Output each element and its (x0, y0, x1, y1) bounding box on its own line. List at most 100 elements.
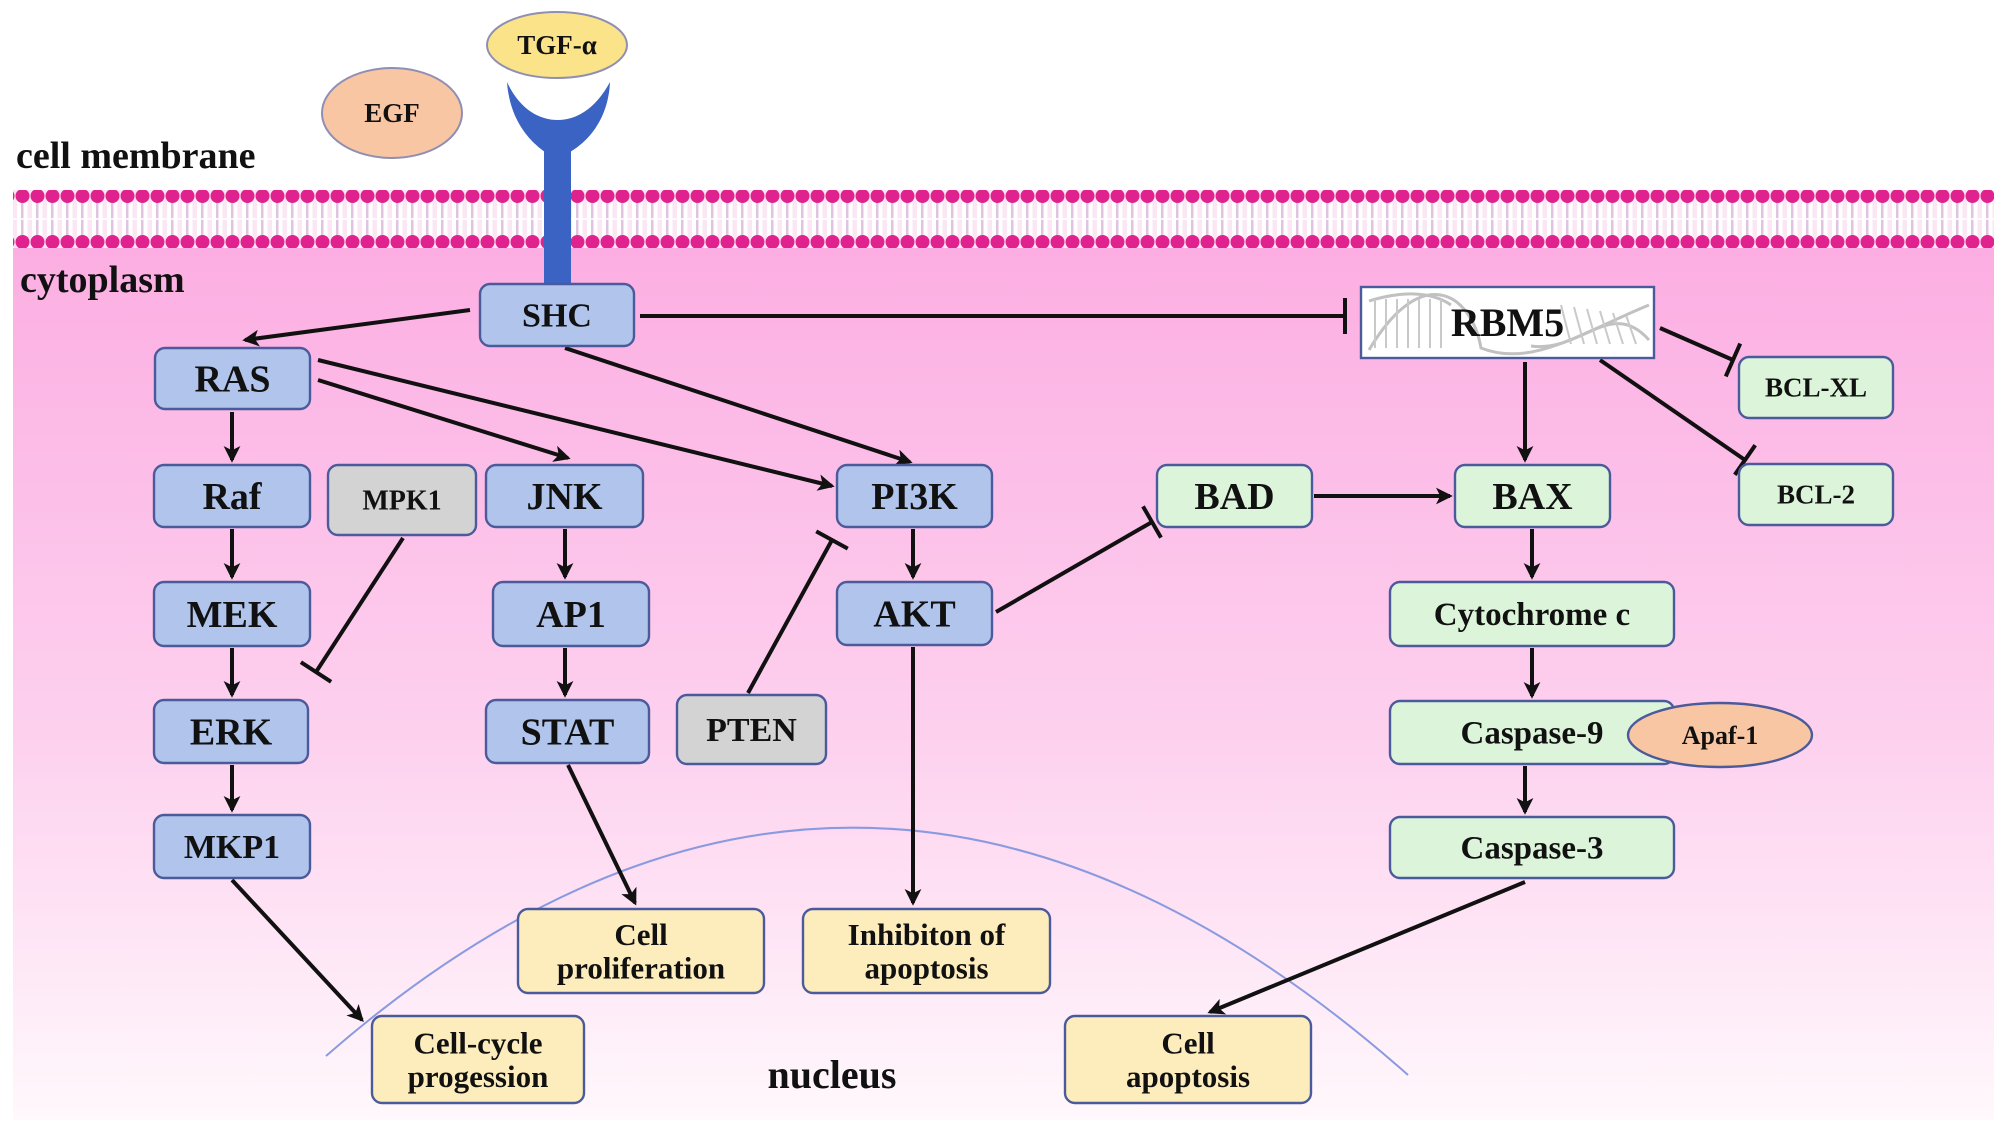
node-label: STAT (521, 711, 615, 753)
activation-edge-shc-to-ras (242, 308, 471, 347)
node-label: RAS (194, 358, 270, 400)
inhibition-bar-icon (815, 529, 849, 551)
node-box (478, 282, 636, 348)
node-box (484, 698, 651, 765)
node-box (153, 346, 312, 411)
activation-arrow (230, 878, 364, 1023)
node-label: Cell (614, 917, 668, 952)
inhibition-line (314, 536, 405, 674)
egf-ligand: EGF (321, 67, 463, 159)
activation-edge-stat-to-prolif (566, 764, 637, 906)
node-label: JNK (527, 476, 603, 518)
inhibition-bar-icon (1733, 444, 1757, 476)
node-label: BCL-XL (1765, 373, 1867, 403)
inhibition-line (995, 520, 1153, 614)
node-box (370, 1014, 586, 1105)
node-label: Raf (202, 476, 262, 518)
node-label: ERK (190, 711, 273, 753)
inhibition-bar-icon (1141, 505, 1163, 539)
node-box (152, 698, 310, 765)
node-box (835, 463, 994, 529)
activation-edge-mkp1-to-cycle (230, 878, 364, 1023)
node-box (1063, 1014, 1313, 1105)
node-label: Inhibiton of (848, 917, 1006, 952)
node-label: SHC (522, 298, 592, 335)
node-label: PTEN (706, 712, 797, 749)
node-pten: PTEN (675, 693, 828, 766)
node-raf: Raf (152, 463, 312, 529)
node-label: MEK (187, 594, 278, 636)
inhibition-line (1598, 358, 1747, 462)
node-cytc: Cytochrome c (1388, 580, 1676, 648)
activation-edge-shc-to-pi3k (564, 346, 913, 466)
node-label: BAX (1492, 476, 1572, 518)
edges-layer (223, 298, 1757, 1023)
node-box (801, 907, 1052, 995)
inhibition-edge-rbm5-to-bclxl (1659, 326, 1743, 378)
node-box (152, 463, 312, 529)
activation-edge-casp3-to-apopt (1207, 880, 1526, 1015)
inhibition-edge-pten-to-pi3k (746, 529, 849, 694)
node-box (1388, 815, 1676, 880)
node-mkp1: MKP1 (152, 813, 312, 880)
node-ras: RAS (153, 346, 312, 411)
node-box (491, 580, 651, 648)
node-box (484, 463, 645, 529)
node-label: Cell-cycle (413, 1025, 542, 1060)
activation-arrow (564, 346, 913, 466)
activation-arrow (242, 308, 471, 347)
node-label: Cytochrome c (1434, 597, 1630, 633)
node-bax: BAX (1453, 463, 1612, 529)
node-pi3k: PI3K (835, 463, 994, 529)
node-box (152, 580, 312, 648)
node-bcl2: BCL-2 (1737, 462, 1895, 527)
activation-arrow (317, 378, 571, 462)
node-box (1359, 285, 1656, 360)
egf-label: EGF (364, 98, 420, 128)
tgf-alpha-label: TGF-α (517, 30, 597, 60)
node-casp9: Caspase-9 (1388, 699, 1676, 766)
activation-arrow (566, 764, 637, 906)
cell-membrane (13, 190, 1994, 248)
node-bclxl: BCL-XL (1737, 355, 1895, 420)
node-box (1155, 463, 1314, 529)
node-label: progession (408, 1059, 549, 1094)
node-ap1: AP1 (491, 580, 651, 648)
node-label: MKP1 (184, 829, 280, 866)
receptor-icon (507, 82, 610, 286)
node-box (516, 907, 766, 995)
node-shc: SHC (478, 282, 636, 348)
cofactor-label: Apaf-1 (1682, 721, 1759, 750)
node-erk: ERK (152, 698, 310, 765)
inhibition-line (746, 539, 834, 694)
node-box (1737, 355, 1895, 420)
node-label: PI3K (871, 476, 958, 518)
node-label: Caspase-9 (1460, 716, 1603, 752)
node-label: AP1 (536, 594, 606, 636)
node-jnk: JNK (484, 463, 645, 529)
inhibition-edge-akt-to-bad (995, 505, 1163, 614)
cell-membrane-label: cell membrane (16, 135, 256, 177)
node-label: BAD (1194, 476, 1274, 518)
dna-helix-icon (1367, 292, 1651, 356)
node-mpk1: MPK1 (326, 463, 478, 537)
activation-edge-ras-to-pi3k (317, 358, 835, 491)
node-box (835, 580, 994, 647)
node-label: RBM5 (1451, 300, 1564, 345)
node-label: apoptosis (864, 950, 988, 985)
nucleus-envelope (325, 826, 1409, 1076)
node-box (152, 813, 312, 880)
node-label: Caspase-3 (1460, 831, 1603, 867)
node-box (675, 693, 828, 766)
node-box (1737, 462, 1895, 527)
cytoplasm-label: cytoplasm (20, 259, 185, 301)
nucleus-label: nucleus (768, 1052, 897, 1097)
inhibition-edge-shc-to-rbm5 (640, 298, 1347, 334)
node-box (326, 463, 478, 537)
node-label: BCL-2 (1777, 480, 1855, 510)
